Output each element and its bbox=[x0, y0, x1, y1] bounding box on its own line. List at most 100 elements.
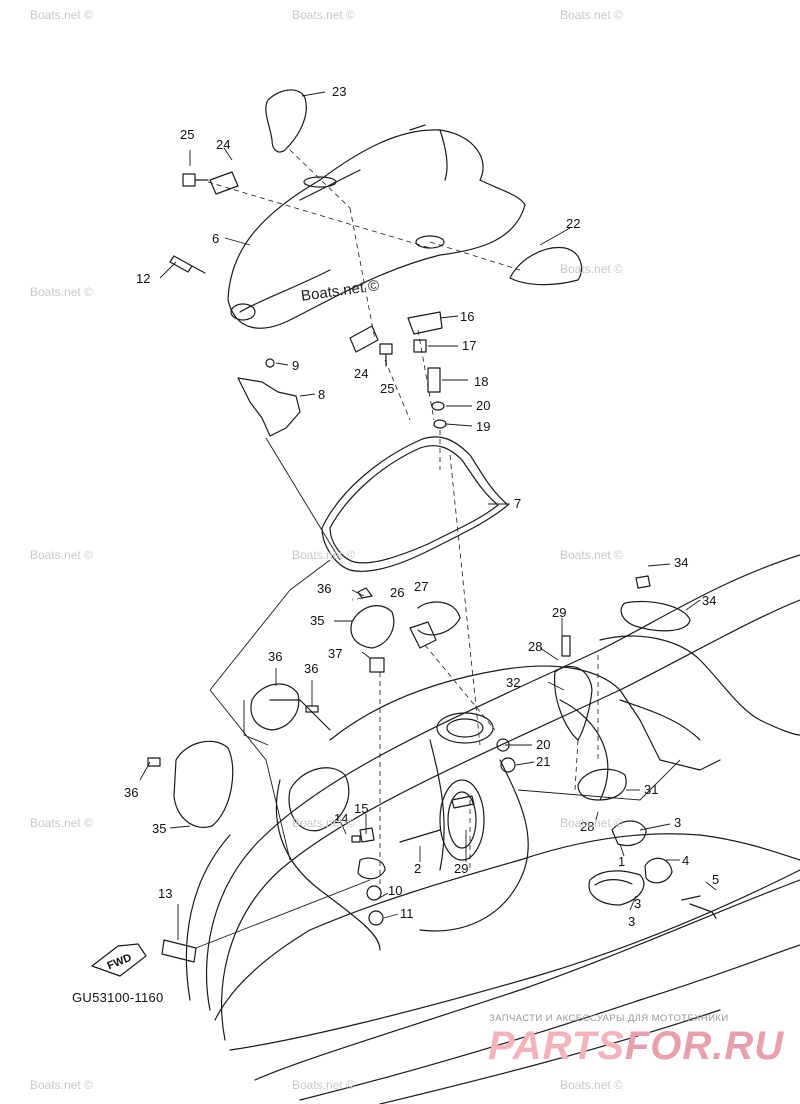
callout-27: 27 bbox=[414, 579, 429, 594]
part-19-nut bbox=[433, 419, 447, 429]
part-18-stud bbox=[427, 367, 441, 393]
callout-31: 32 bbox=[506, 675, 521, 690]
callout-3b: 3 bbox=[634, 896, 642, 911]
part-12-pin bbox=[169, 255, 206, 274]
part-26-fitting bbox=[409, 621, 437, 649]
callout-33: 34 bbox=[674, 555, 689, 570]
callout-26: 26 bbox=[390, 585, 405, 600]
part-29-bolt bbox=[451, 795, 475, 809]
part-22-pad bbox=[509, 246, 583, 286]
part-16-bracket bbox=[407, 311, 443, 335]
assembly-outline bbox=[209, 437, 681, 861]
watermark: Boats.net © bbox=[30, 816, 93, 830]
callout-35: 35 bbox=[152, 821, 167, 836]
leader-lines bbox=[139, 91, 717, 949]
shop-logo-part1: PARTS bbox=[488, 1024, 625, 1068]
watermark: Boats.net © bbox=[30, 8, 93, 22]
callout-25: 25 bbox=[180, 127, 195, 142]
part-9-screw bbox=[265, 358, 275, 368]
callout-36b: 36 bbox=[304, 661, 319, 676]
callout-34b: 36 bbox=[268, 649, 283, 664]
part-33-screw bbox=[635, 575, 651, 589]
callout-29: 29 bbox=[552, 605, 567, 620]
part-4-strap bbox=[644, 857, 673, 884]
shop-logo-part2: FOR.RU bbox=[624, 1024, 785, 1068]
watermark: Boats.net © bbox=[560, 262, 623, 276]
hull-outline bbox=[185, 554, 800, 1104]
callout-7: 7 bbox=[514, 496, 522, 511]
part-14-clip bbox=[351, 835, 361, 843]
watermark: Boats.net © bbox=[560, 1078, 623, 1092]
part-28-rivet bbox=[561, 635, 571, 657]
shop-tagline: ЗАПЧАСТИ И АКСЕССУАРЫ ДЛЯ МОТОТЕХНИКИ bbox=[489, 1013, 729, 1024]
part-6-cover bbox=[227, 124, 526, 329]
part-5-connector bbox=[681, 895, 717, 919]
part-34-cover bbox=[350, 605, 395, 649]
part-20-washer-top bbox=[431, 401, 445, 411]
callout-29b: 29 bbox=[454, 861, 469, 876]
part-24-bracket-bottom bbox=[349, 325, 379, 353]
part-36-screw-a bbox=[357, 587, 373, 599]
callout-3c: 3 bbox=[628, 914, 636, 929]
callout-19: 19 bbox=[476, 419, 491, 434]
watermark: Boats.net © bbox=[30, 285, 93, 299]
callout-32: 34 bbox=[702, 593, 717, 608]
part-32-plate bbox=[620, 600, 691, 632]
part-15-clip bbox=[359, 827, 375, 843]
watermark: Boats.net © bbox=[292, 8, 355, 22]
callout-23: 23 bbox=[332, 84, 347, 99]
callout-25b: 25 bbox=[380, 381, 395, 396]
watermark: Boats.net © bbox=[292, 1078, 355, 1092]
part-11-grommet bbox=[368, 910, 384, 926]
fwd-arrow bbox=[91, 943, 147, 977]
watermark: Boats.net © bbox=[560, 816, 623, 830]
part-17-bolt bbox=[413, 339, 427, 353]
callout-20: 20 bbox=[476, 398, 491, 413]
part-8-hinge bbox=[237, 377, 301, 437]
part-13-block bbox=[161, 939, 197, 963]
callout-24: 24 bbox=[216, 137, 231, 152]
callout-16: 16 bbox=[460, 309, 475, 324]
callout-28b: 28 bbox=[580, 819, 595, 834]
callout-6: 6 bbox=[212, 231, 220, 246]
callout-12: 12 bbox=[136, 271, 151, 286]
watermark: Boats.net © bbox=[292, 816, 355, 830]
callout-10: 10 bbox=[388, 883, 403, 898]
watermark: Boats.net © bbox=[30, 548, 93, 562]
callout-24b: 24 bbox=[354, 366, 369, 381]
callout-15: 15 bbox=[354, 801, 369, 816]
part-1-strap bbox=[611, 820, 647, 847]
shop-logo: PARTSFOR.RU bbox=[488, 1024, 784, 1069]
callout-17: 17 bbox=[462, 338, 477, 353]
callout-2: 2 bbox=[414, 861, 422, 876]
part-21-grommet bbox=[500, 757, 516, 773]
part-36-screw-b bbox=[305, 705, 319, 713]
diagram-code: GU53100-1160 bbox=[72, 990, 164, 1005]
watermark: Boats.net © bbox=[292, 548, 355, 562]
watermark: Boats.net © bbox=[560, 548, 623, 562]
part-37-cap bbox=[369, 657, 385, 673]
callout-36: 36 bbox=[317, 581, 332, 596]
part-25-bolt-bottom bbox=[379, 343, 393, 367]
part-35-plate bbox=[173, 740, 234, 828]
part-7-gasket bbox=[321, 436, 509, 572]
part-10-grommet bbox=[366, 885, 382, 901]
part-2-bolt bbox=[399, 829, 441, 843]
part-24-bracket-top bbox=[209, 171, 239, 195]
callout-34: 35 bbox=[310, 613, 325, 628]
callout-3a: 3 bbox=[674, 815, 682, 830]
watermark: Boats.net © bbox=[30, 1078, 93, 1092]
callout-36c: 36 bbox=[124, 785, 139, 800]
callout-8: 8 bbox=[318, 387, 326, 402]
part-23-pad bbox=[265, 89, 307, 153]
callout-37: 37 bbox=[328, 646, 343, 661]
part-34-plate bbox=[250, 683, 300, 731]
dashed-connectors bbox=[207, 149, 599, 890]
callout-22: 22 bbox=[566, 216, 581, 231]
callout-4: 4 bbox=[682, 853, 690, 868]
callout-21: 21 bbox=[536, 754, 551, 769]
callout-1: 1 bbox=[618, 854, 626, 869]
callout-13: 13 bbox=[158, 886, 173, 901]
part-31-strap bbox=[554, 666, 593, 741]
